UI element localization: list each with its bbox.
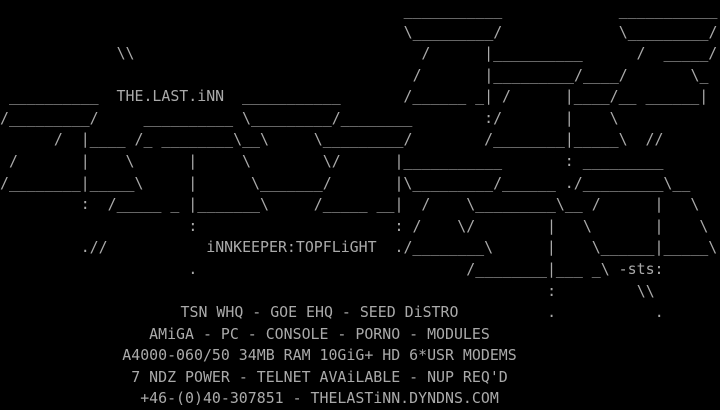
ascii-art-row: \\ / |__________ / _____/ (116, 44, 718, 63)
info-access: 7 NDZ POWER - TELNET AVAiLABLE - NUP REQ… (131, 367, 508, 386)
ascii-art-row: \_________/ \_________/ (403, 22, 718, 41)
ascii-art-row: / |_________/____/ \_ (412, 65, 709, 84)
ascii-art-row: ___________ ___________ (403, 1, 718, 19)
info-platforms: AMiGA - PC - CONSOLE - PORNO - MODULES (149, 324, 490, 343)
ascii-art-row-signature: . /________|___ _\ -sts: (188, 259, 664, 278)
ascii-art-row-innkeeper: .// iNNKEEPER:TOPFLiGHT ./________\ | \_… (80, 238, 718, 257)
ascii-art-row: / | \ | \ \/ |___________ : _________ (8, 152, 664, 171)
ascii-art-row: /_________/ __________ \_________/______… (0, 108, 619, 127)
info-hardware: A4000-060/50 34MB RAM 10GiG+ HD 6*USR MO… (122, 346, 517, 365)
ascii-art-row: / |____ /_ ________\__\ \_________/ /___… (53, 130, 664, 149)
ascii-art-row-dots: . . (547, 303, 664, 322)
ascii-art-row: : : / \/ | \ | \ (188, 216, 709, 235)
ascii-art-row: : \\ (547, 281, 655, 300)
ascii-art-row-title: __________ THE.LAST.iNN ___________ /___… (8, 87, 709, 106)
ascii-art-row: : /_____ _ |_______\ /_____ __| / \_____… (80, 195, 700, 214)
ascii-art-row: /________|_____\ | \_______/ |\_________… (0, 173, 691, 192)
info-affiliations: TSN WHQ - GOE EHQ - SEED DiSTRO (180, 303, 459, 322)
info-contact: +46-(0)40-307851 - THELASTiNN.DYNDNS.COM (140, 389, 499, 408)
